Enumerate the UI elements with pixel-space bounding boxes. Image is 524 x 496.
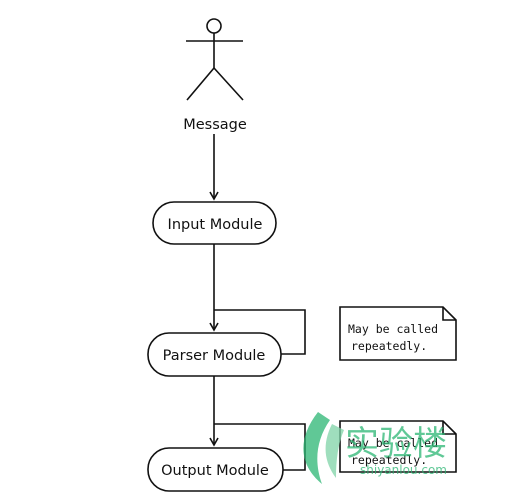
watermark-logo-icon — [303, 412, 330, 484]
watermark: 实验楼 shiyanlou.com — [303, 412, 447, 484]
watermark-logo-icon-inner — [325, 424, 344, 478]
output-note-shape — [339, 420, 457, 473]
parser-loop-arrow — [214, 309, 306, 355]
watermark-url-text: shiyanlou.com — [360, 463, 447, 477]
output-module-box — [147, 447, 284, 492]
output-note-line-2: repeatedly. — [351, 453, 427, 467]
parser-note-fold — [442, 307, 456, 321]
parser-note-line-1: May be called — [348, 322, 438, 336]
actor-head — [206, 18, 222, 34]
output-note: May be called repeatedly. — [339, 420, 457, 473]
output-note-line-1: May be called — [348, 436, 438, 450]
input-module-label: Input Module — [168, 217, 263, 233]
parser-note-shape — [339, 306, 457, 361]
input-module-node: Input Module — [152, 201, 277, 245]
output-module-node: Output Module — [147, 447, 284, 492]
parser-note: May be called repeatedly. — [339, 306, 457, 361]
parser-note-line-2: repeatedly. — [351, 339, 427, 353]
output-module-label: Output Module — [161, 463, 269, 479]
actor-left-leg — [186, 67, 215, 101]
output-note-fold — [442, 421, 456, 435]
watermark-cn-text: 实验楼 — [345, 424, 447, 464]
actor-label: Message — [183, 117, 247, 133]
actor-figure — [186, 18, 244, 101]
actor-right-leg — [213, 67, 244, 101]
parser-module-node: Parser Module — [147, 332, 282, 377]
parser-module-label: Parser Module — [163, 348, 266, 364]
